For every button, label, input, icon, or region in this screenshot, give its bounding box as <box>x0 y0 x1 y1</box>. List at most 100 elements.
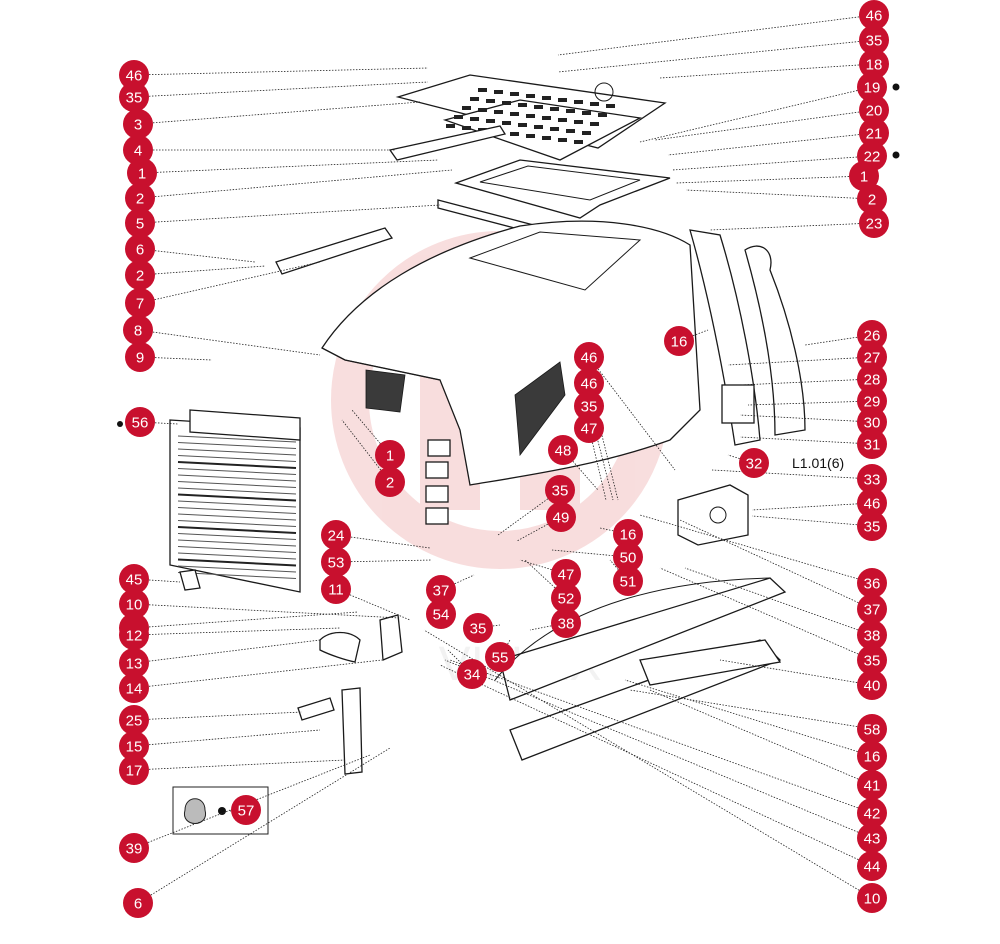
callout-number: 53 <box>328 555 345 572</box>
callout-circle <box>857 407 887 437</box>
leader-line <box>659 567 873 661</box>
callout-35: 35 <box>857 511 887 541</box>
callout-circle <box>546 502 576 532</box>
callout-number: 21 <box>866 126 883 143</box>
seal-34 <box>494 577 771 681</box>
callout-40: 40 <box>857 670 887 700</box>
callout-36: 36 <box>857 568 887 598</box>
callout-34: 34 <box>457 659 487 689</box>
callout-number: 38 <box>558 616 575 633</box>
callout-circle <box>857 645 887 675</box>
callout-circle <box>849 161 879 191</box>
callout-25: 25 <box>119 705 149 735</box>
callout-45: 45 <box>119 564 149 594</box>
callout-circle <box>123 109 153 139</box>
callout-circle <box>857 741 887 771</box>
grille-fin <box>177 481 297 488</box>
callout-number: 31 <box>864 437 881 454</box>
leader-line <box>444 659 873 839</box>
leader-line <box>739 436 873 445</box>
callout-circle <box>859 25 889 55</box>
leader-line <box>133 711 303 721</box>
vent-slot <box>582 131 591 135</box>
leader-line <box>439 664 873 867</box>
callout-circle <box>321 547 351 577</box>
vent-slot <box>446 124 455 128</box>
callout-circle <box>426 575 456 605</box>
callout-number: 33 <box>864 472 881 489</box>
leader-line <box>137 747 391 904</box>
leader-line <box>137 329 321 356</box>
hinge-bracket-17 <box>341 687 363 775</box>
leader-line <box>447 649 473 675</box>
callout-number: 9 <box>136 350 144 367</box>
callout-number: 34 <box>464 667 481 684</box>
callout-54: 54 <box>426 599 456 629</box>
callout-number: 26 <box>864 328 881 345</box>
callout-21: 21 <box>859 118 889 148</box>
vent-slot <box>510 112 519 116</box>
grille-fin <box>177 572 297 579</box>
callout-circle <box>574 342 604 372</box>
grille-fin <box>177 513 297 521</box>
callout-circle <box>857 364 887 394</box>
leader-line <box>139 261 321 304</box>
callout-number: 18 <box>866 57 883 74</box>
grille-fin <box>177 468 297 475</box>
callout-circle <box>857 429 887 459</box>
callout-circle <box>548 435 578 465</box>
callout-circle <box>375 467 405 497</box>
vent-slot <box>574 120 583 124</box>
callout-1: 1 <box>375 440 405 470</box>
callout-circle <box>859 95 889 125</box>
vent-slot <box>470 117 479 121</box>
grille-fin <box>177 474 297 482</box>
callout-31: 31 <box>857 429 887 459</box>
callout-43: 43 <box>857 823 887 853</box>
leader-line <box>639 86 873 143</box>
callout-circle <box>119 731 149 761</box>
callout-38: 38 <box>857 620 887 650</box>
callout-number: 30 <box>864 415 881 432</box>
callout-1: 1 <box>849 161 879 191</box>
callout-23: 23 <box>859 208 889 238</box>
callout-number: 35 <box>126 90 143 107</box>
callout-circle <box>664 326 694 356</box>
leader-line <box>739 414 873 423</box>
vent-slot <box>526 114 535 118</box>
vent-slot <box>558 118 567 122</box>
rear-bracket <box>721 384 755 424</box>
callout-16: 16 <box>613 519 643 549</box>
callout-number: 39 <box>126 841 143 858</box>
callout-12: 12 <box>119 620 149 650</box>
callout-circle <box>119 620 149 650</box>
callout-number: 47 <box>581 421 598 438</box>
callout-number: 2 <box>386 475 394 492</box>
vent-slot <box>502 121 511 125</box>
callout-number: 4 <box>134 143 142 160</box>
callout-number: 24 <box>328 528 345 545</box>
callout-circle <box>613 542 643 572</box>
callout-number: 10 <box>126 597 143 614</box>
callout-circle <box>857 594 887 624</box>
callout-24: 24 <box>321 520 351 550</box>
vent-slot <box>454 115 463 119</box>
callout-number: 46 <box>581 376 598 393</box>
callout-4: 4 <box>123 135 153 165</box>
leader-line <box>709 222 875 231</box>
leader-line <box>675 175 865 184</box>
callout-number: 35 <box>470 621 487 638</box>
callout-circle <box>551 608 581 638</box>
callout-10: 10 <box>119 589 149 619</box>
callout-number: 45 <box>126 572 143 589</box>
callout-circle <box>857 184 887 214</box>
grille-fin <box>177 435 297 443</box>
callout-58: 58 <box>857 714 887 744</box>
callout-circle <box>125 208 155 238</box>
callout-26: 26 <box>857 320 887 350</box>
leader-line <box>335 534 431 549</box>
callout-27: 27 <box>857 342 887 372</box>
callout-8: 8 <box>123 315 153 345</box>
callout-41: 41 <box>857 770 887 800</box>
